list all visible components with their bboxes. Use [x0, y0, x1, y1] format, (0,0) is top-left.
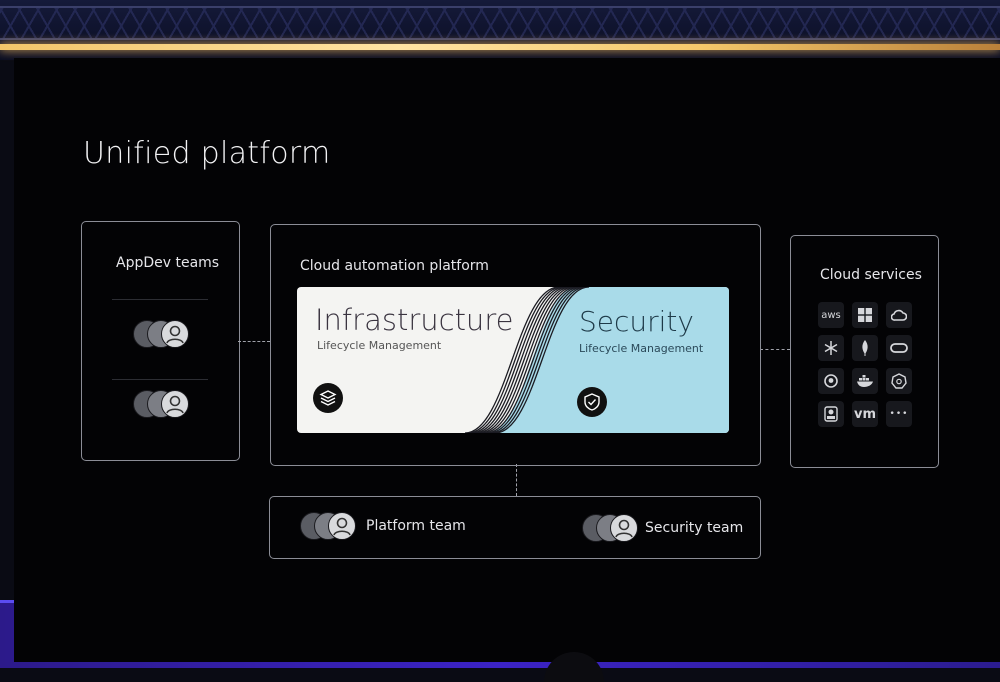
- teams-box: [269, 496, 761, 559]
- card-wave-background: [297, 287, 729, 433]
- snowflake-icon: [818, 335, 844, 361]
- security-team-label: Security team: [645, 520, 744, 536]
- security-team-avatars: [582, 514, 640, 542]
- appdev-teams-label: AppDev teams: [116, 255, 220, 271]
- platform-team-avatars: [300, 512, 358, 540]
- appdev-divider-1: [112, 299, 208, 300]
- platform-team-label: Platform team: [366, 518, 466, 534]
- cloud-automation-platform-label: Cloud automation platform: [300, 258, 489, 274]
- slide-title: Unified platform: [83, 136, 331, 171]
- vmware-icon: vm: [852, 401, 878, 427]
- infrastructure-title: Infrastructure: [315, 303, 514, 337]
- windows-icon: [852, 302, 878, 328]
- cloud-automation-platform-box: [270, 224, 761, 466]
- cloud-services-label: Cloud services: [820, 267, 922, 283]
- appdev-divider-2: [112, 379, 208, 380]
- user-avatar-icon: [161, 390, 189, 418]
- connector-platform-cloud: [760, 349, 790, 350]
- lifecycle-management-card: Infrastructure Lifecycle Management Secu…: [297, 287, 729, 433]
- appdev-team-avatars-1: [133, 320, 191, 348]
- ceiling-truss: [0, 0, 1000, 60]
- docker-icon: [852, 368, 878, 394]
- github-icon: [818, 368, 844, 394]
- security-title: Security: [579, 305, 694, 338]
- more-icon: •••: [886, 401, 912, 427]
- infrastructure-subtitle: Lifecycle Management: [317, 339, 442, 352]
- cloud-services-grid: aws vm •••: [818, 302, 912, 427]
- connector-appdev-platform: [238, 341, 270, 342]
- kubernetes-icon: [886, 368, 912, 394]
- truss-lattice: [0, 8, 1000, 38]
- connector-platform-teams: [516, 464, 517, 496]
- appdev-team-avatars-2: [133, 390, 191, 418]
- stage-light-bar: [0, 44, 1000, 50]
- cloud-services-box: [790, 235, 939, 468]
- truss-beam-top: [0, 6, 1000, 8]
- user-avatar-icon: [328, 512, 356, 540]
- mongodb-icon: [852, 335, 878, 361]
- shield-check-icon: [577, 387, 607, 417]
- truss-beam-bottom: [0, 38, 1000, 40]
- security-subtitle: Lifecycle Management: [579, 342, 704, 355]
- google-cloud-icon: [886, 302, 912, 328]
- oracle-icon: [886, 335, 912, 361]
- jenkins-icon: [818, 401, 844, 427]
- aws-icon: aws: [818, 302, 844, 328]
- user-avatar-icon: [610, 514, 638, 542]
- layers-icon: [313, 383, 343, 413]
- user-avatar-icon: [161, 320, 189, 348]
